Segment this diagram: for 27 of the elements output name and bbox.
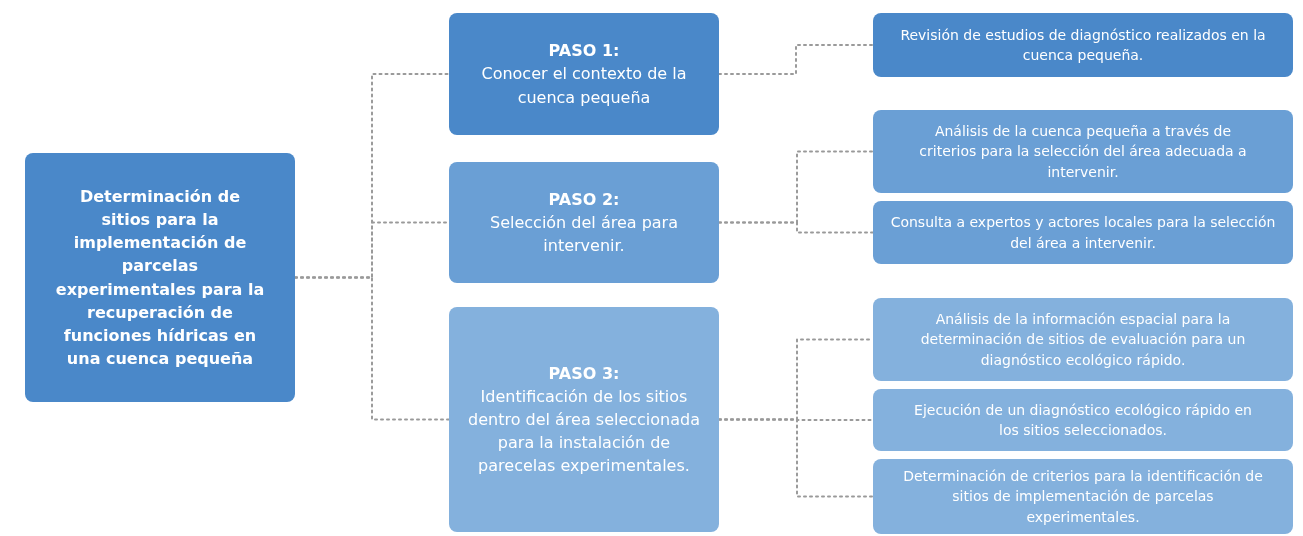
connector-line [294,276,450,421]
step-heading: PASO 1: [548,40,620,63]
process-box [873,459,1293,534]
process-box [873,13,1293,77]
step-text: Revisión de estudios de diagnóstico realizados en la cuenca pequeña. [899,25,1267,65]
process-box [449,307,719,532]
step-text: Consulta a expertos y actores locales para la selección del área a intervenir. [889,213,1277,253]
process-box [873,389,1293,451]
process-box [449,13,719,135]
connector-line [718,221,874,234]
step-text: Conocer el contexto de la cuenca pequeña [480,63,688,109]
process-box [873,110,1293,193]
step-heading: PASO 2: [548,188,620,211]
connector-line [718,418,874,498]
step-text: Determinación de criterios para la identificación de sitios de implementación de parcelas experimentales. [903,467,1263,527]
process-box [873,201,1293,264]
step-text: Ejecución de un diagnóstico ecológico rápido en los sitios seleccionados. [913,400,1253,440]
process-box [873,298,1293,381]
step-text: Identificación de los sitios dentro del área seleccionada para la instalación de parecelas experimentales. [467,385,701,478]
step-text: Determinación de sitios para la implementación de parcelas experimentales para la recuperación de funciones hídricas en una cuenca pequeña [55,185,265,371]
process-box [25,153,295,402]
process-box [449,162,719,283]
step-text: Análisis de la cuenca pequeña a través de criterios para la selección del área adecuada a intervenir. [918,122,1248,182]
step-text: Análisis de la información espacial para la determinación de sitios de evaluación para un diagnóstico ecológico rápido. [919,310,1247,370]
step-heading: PASO 3: [548,362,620,385]
connector-line [718,44,874,75]
step-text: Selección del área para intervenir. [489,211,679,258]
